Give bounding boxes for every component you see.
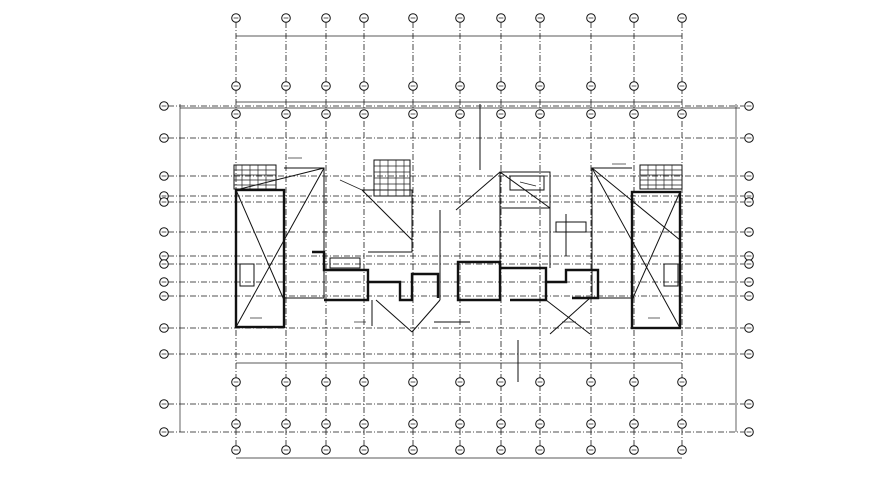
left-stair bbox=[233, 164, 277, 190]
left-closet bbox=[239, 263, 255, 287]
right-closet bbox=[663, 263, 679, 287]
horizontal-grid-lines bbox=[159, 101, 754, 437]
left-end-room bbox=[234, 188, 286, 329]
center-core bbox=[434, 104, 548, 382]
right-stair bbox=[639, 164, 683, 190]
left-center-stair bbox=[373, 159, 411, 197]
vertical-grid-lines bbox=[231, 13, 687, 455]
right-end-room bbox=[630, 190, 682, 330]
left-wing bbox=[233, 164, 325, 329]
left-core bbox=[312, 159, 441, 333]
bottom-dimension-lines bbox=[236, 362, 682, 459]
annotation-leaders bbox=[250, 157, 660, 323]
right-wing bbox=[591, 164, 683, 330]
side-dimension-lines bbox=[179, 104, 737, 432]
